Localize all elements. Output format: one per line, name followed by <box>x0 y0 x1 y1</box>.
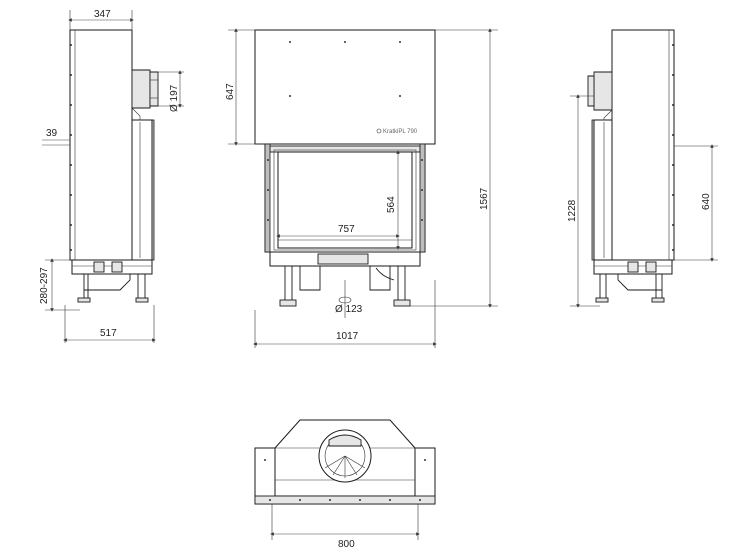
right-side-body <box>611 29 675 261</box>
dim-flue-diameter: Ø 197 <box>169 84 180 112</box>
dim-leg-height: 280-297 <box>39 267 50 304</box>
dim-right-total-height: 1228 <box>567 199 578 222</box>
brand-label: KratkiPL 790 <box>383 129 418 135</box>
dim-side-depth-bottom: 517 <box>100 328 117 339</box>
dim-front-width: 1017 <box>336 331 359 342</box>
right-side-view <box>587 29 675 303</box>
left-flue-collar <box>131 69 151 109</box>
right-flue-collar <box>593 71 613 111</box>
left-firebox-side <box>131 119 153 261</box>
dim-offset-39: 39 <box>46 128 58 139</box>
top-view-dimensions: 800 <box>270 504 420 550</box>
top-plan-view <box>254 419 436 505</box>
front-view: KratkiPL 790 <box>254 29 436 318</box>
dim-right-glass-height: 640 <box>701 193 712 210</box>
left-side-dimensions: 347 Ø 197 39 280-297 517 <box>39 9 184 343</box>
right-firebox-side <box>593 119 613 261</box>
dim-air-inlet: Ø 123 <box>335 304 363 315</box>
dim-front-top-height: 647 <box>225 83 236 100</box>
dim-bottom-width: 800 <box>338 539 355 550</box>
left-side-body <box>69 29 133 261</box>
dim-glass-height: 564 <box>386 196 397 213</box>
front-glass <box>277 151 413 249</box>
dim-front-total-height: 1567 <box>479 187 490 210</box>
front-upper-panel <box>254 29 436 145</box>
dim-glass-width: 757 <box>338 224 355 235</box>
dim-side-depth-top: 347 <box>94 9 111 20</box>
front-dimensions: 647 1567 564 757 Ø 123 1017 <box>225 28 498 348</box>
right-side-dimensions: 1228 640 <box>567 94 718 308</box>
left-side-view <box>69 29 159 303</box>
